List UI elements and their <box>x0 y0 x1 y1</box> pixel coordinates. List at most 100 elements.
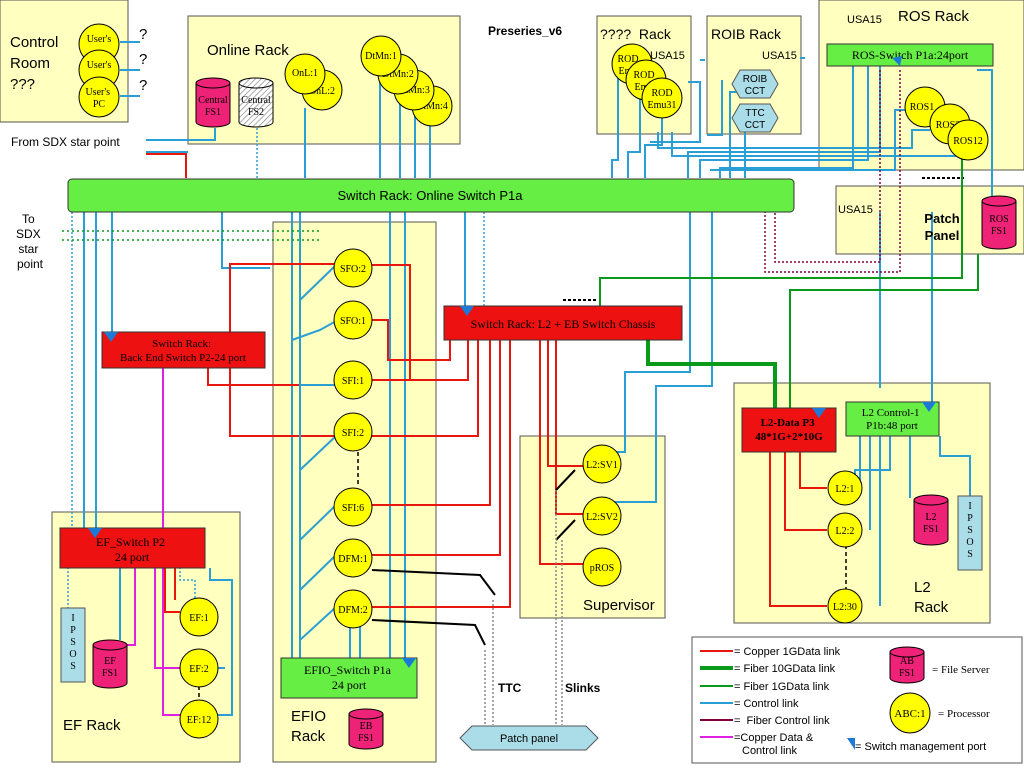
ttc-label: TTC <box>498 681 522 695</box>
l2data-switch-label: L2-Data P3 48*1G+2*10G <box>755 417 823 443</box>
ros-rack-usa15: USA15 <box>847 14 882 26</box>
legend-processor-icon: ABC:1 <box>889 692 931 734</box>
mgmt-port-icon <box>402 658 416 668</box>
l2-1-label: L2:1 <box>836 484 855 495</box>
dfm-1-label: DFM:1 <box>338 554 367 565</box>
ef-rack-label: EF Rack <box>63 717 121 734</box>
dtmn-1-node: DtMn:1 <box>360 35 402 77</box>
l2data-line2: 48*1G+2*10G <box>755 431 823 443</box>
patch-panel-bar: Patch panel <box>459 725 599 751</box>
legend-fiber10g: = Fiber 10GData link <box>734 663 836 675</box>
user-pc-label: User's <box>87 34 112 45</box>
user-pc-label: User's PC <box>85 87 112 110</box>
ros-12-node: ROS12 <box>947 119 989 161</box>
control-room: Control Room ??? User's User's User's PC… <box>10 23 147 118</box>
sfi-6-node: SFI:6 <box>333 487 373 527</box>
sfo-1-label: SFO:1 <box>340 316 366 327</box>
dtmn-4-label: DtMn:4 <box>416 101 448 112</box>
pros-label: pROS <box>590 563 614 574</box>
sfi-2-node: SFI:2 <box>333 412 373 452</box>
l2control-line1: L2 Control-1 <box>862 407 920 419</box>
diagram-title: Preseries_v6 <box>488 24 562 38</box>
ef-2-label: EF:2 <box>189 664 208 675</box>
onl-1-label: OnL:1 <box>292 68 318 79</box>
mgmt-port-icon <box>104 332 118 342</box>
legend-processor: = Processor <box>938 708 990 720</box>
ros-1-label: ROS1 <box>910 102 934 113</box>
mgmt-port-icon <box>812 408 826 418</box>
dtmn-1-label: DtMn:1 <box>365 51 397 62</box>
legend-mgmt-port-icon <box>847 738 855 750</box>
backend-switch-label: Switch Rack: Back End Switch P2-24 port <box>120 338 246 364</box>
mgmt-port-icon <box>88 528 102 538</box>
legend-control: = Control link <box>734 698 799 710</box>
supervisor: Supervisor L2:SV1 L2:SV2 pROS <box>582 444 655 614</box>
roib-rack-usa15: USA15 <box>762 50 797 62</box>
ros-switch: ROS-Switch P1a:24port <box>826 43 994 67</box>
ef-switch-line1: EF_Switch P2 <box>96 535 165 549</box>
efio-switch-label: EFIO_Switch P1a 24 port <box>304 663 394 692</box>
l2control-line2: P1b:48 port <box>866 420 918 432</box>
from-sdx-label: From SDX star point <box>11 135 120 149</box>
legend-copper-control: =Copper Data &Control link <box>734 732 814 757</box>
dfm-2-node: DFM:2 <box>333 589 373 629</box>
efio-switch-line1: EFIO_Switch P1a <box>304 663 392 677</box>
control-room-label: Control Room ??? <box>10 34 63 93</box>
l2-2-label: L2:2 <box>836 526 855 537</box>
ef-1-node: EF:1 <box>179 597 219 637</box>
ros-switch-label: ROS-Switch P1a:24port <box>852 48 969 62</box>
supervisor-label: Supervisor <box>583 597 655 614</box>
user-pc-3: User's PC <box>78 76 120 118</box>
legend-processor-node: ABC:1 <box>894 708 925 720</box>
sfi-2-label: SFI:2 <box>342 428 364 439</box>
sfo-2-label: SFO:2 <box>340 264 366 275</box>
ros-2-label: ROS2 <box>936 120 960 131</box>
ef-switch: EF_Switch P2 24 port <box>59 527 206 569</box>
online-rack-label: Online Rack <box>207 42 289 59</box>
dtmn-3-label: DtMn:3 <box>398 85 430 96</box>
online-switch: Switch Rack: Online Switch P1a <box>67 178 795 213</box>
control-room-line1: Control <box>10 34 58 51</box>
l2-30-node: L2:30 <box>827 588 863 624</box>
l2-sv1-node: L2:SV1 <box>582 444 622 484</box>
l2data-switch: L2-Data P3 48*1G+2*10G <box>741 407 837 453</box>
legend-copper: = Copper 1GData link <box>734 646 841 658</box>
backend-switch-line2: Back End Switch P2-24 port <box>120 352 246 364</box>
ros-12-label: ROS12 <box>953 136 982 147</box>
l2eb-switch-label: Switch Rack: L2 + EB Switch Chassis <box>471 317 656 331</box>
efio-switch: EFIO_Switch P1a 24 port <box>280 657 418 699</box>
mgmt-port-icon <box>922 402 936 412</box>
legend-file-server: = File Server <box>932 664 990 676</box>
efio-switch-line2: 24 port <box>332 678 367 692</box>
question-mark-2: ? <box>139 51 147 68</box>
unknown-rack-usa15: USA15 <box>650 50 685 62</box>
sfo-2-node: SFO:2 <box>333 248 373 288</box>
pros-node: pROS <box>582 547 622 587</box>
control-room-line3: ??? <box>10 76 35 93</box>
ef-switch-label: EF_Switch P2 24 port <box>96 535 168 564</box>
legend-fiber-control: = Fiber Control link <box>734 715 830 727</box>
l2-sv2-node: L2:SV2 <box>582 496 622 536</box>
legend: = Copper 1GData link = Fiber 10GData lin… <box>700 646 990 757</box>
dfm-1-node: DFM:1 <box>333 538 373 578</box>
l2-30-label: L2:30 <box>833 602 857 613</box>
